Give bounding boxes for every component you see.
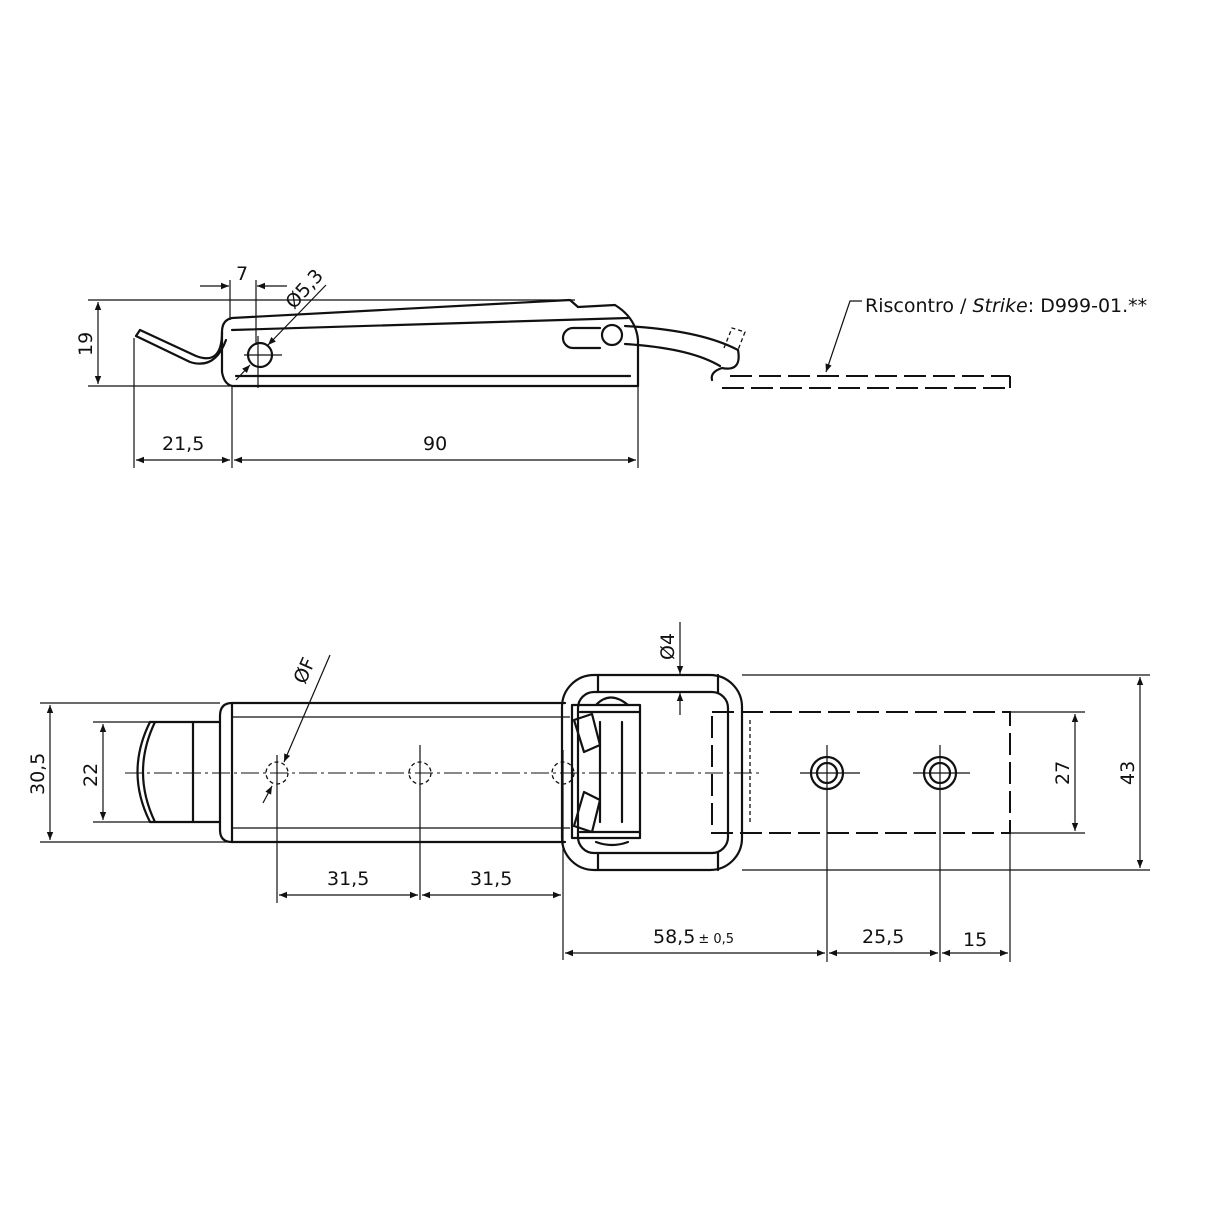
dim-strike-distance: 58,5± 0,5 xyxy=(653,926,734,948)
plan-view-dimensions: 30,5 22 ØF 31,5 31,5 Ø4 58,5± 0,5 25,5 1… xyxy=(27,622,1150,962)
plan-view xyxy=(125,673,1011,962)
dim-hook: 21,5 xyxy=(162,433,204,455)
side-view xyxy=(134,298,1011,389)
dim-tab-width: 22 xyxy=(80,763,102,787)
dim-pitch-2: 31,5 xyxy=(470,868,512,890)
rivet-holes xyxy=(265,745,575,960)
side-view-dimensions: 19 21,5 90 7 Ø5,3 Riscontro / Strike: D9… xyxy=(75,263,1147,468)
dim-length: 90 xyxy=(423,433,447,455)
dim-loop-width: 43 xyxy=(1117,761,1139,785)
dim-wire-dia: Ø4 xyxy=(657,633,679,660)
dim-strike-pitch: 25,5 xyxy=(862,926,904,948)
dim-width-outer: 30,5 xyxy=(27,753,49,795)
dim-pitch-1: 31,5 xyxy=(327,868,369,890)
dim-hole-dia: ØF xyxy=(289,654,320,687)
dim-strike-end: 15 xyxy=(963,929,987,951)
strike-holes xyxy=(800,745,970,962)
strike-label: Riscontro / Strike: D999-01.** xyxy=(865,295,1147,317)
dim-hole-offset: 7 xyxy=(236,263,248,285)
dim-hole-dia: Ø5,3 xyxy=(281,265,328,313)
dim-strike-width: 27 xyxy=(1052,761,1074,785)
dim-height: 19 xyxy=(75,332,97,356)
